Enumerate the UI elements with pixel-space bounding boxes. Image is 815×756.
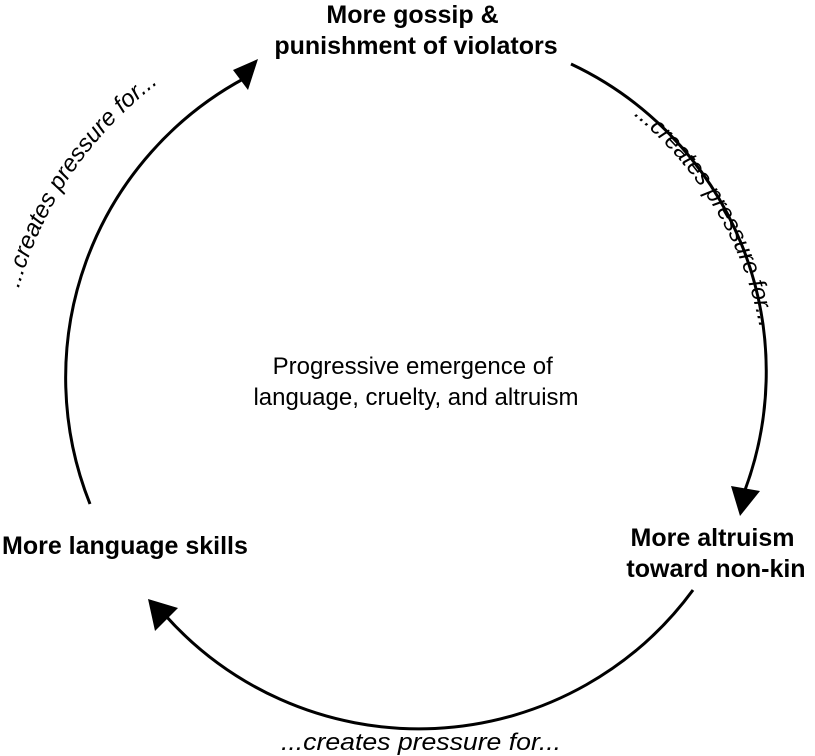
node-gossip-line2: punishment of violators	[274, 32, 557, 60]
edge-label-gossip-to-altruism: ...creates pressure for...	[630, 99, 781, 329]
edge-label-language-to-gossip: ...creates pressure for...	[0, 67, 162, 291]
arc-gossip-to-altruism	[570, 62, 768, 491]
center-caption: Progressive emergence of language, cruel…	[253, 353, 578, 411]
node-gossip-line1: More gossip &	[326, 1, 498, 29]
arc-language-to-gossip	[64, 76, 246, 505]
center-caption-line2: language, cruelty, and altruism	[253, 384, 578, 411]
node-altruism-line1: More altruism	[631, 524, 795, 552]
edge-label-gossip-to-altruism-text: ...creates pressure for...	[630, 99, 781, 329]
node-altruism: More altruism toward non-kin	[626, 524, 805, 583]
center-caption-line1: Progressive emergence of	[273, 353, 553, 380]
edge-label-altruism-to-language: ...creates pressure for...	[281, 729, 561, 756]
node-language-line1: More language skills	[2, 532, 248, 560]
arc-altruism-to-language	[163, 589, 695, 731]
arrow-head-language	[148, 599, 178, 631]
node-gossip: More gossip & punishment of violators	[274, 1, 557, 60]
arrow-head-gossip	[233, 59, 258, 90]
edge-label-language-to-gossip-text: ...creates pressure for...	[0, 67, 162, 291]
node-altruism-line2: toward non-kin	[626, 555, 805, 583]
arrow-head-altruism	[731, 486, 760, 516]
node-language: More language skills	[2, 532, 248, 560]
